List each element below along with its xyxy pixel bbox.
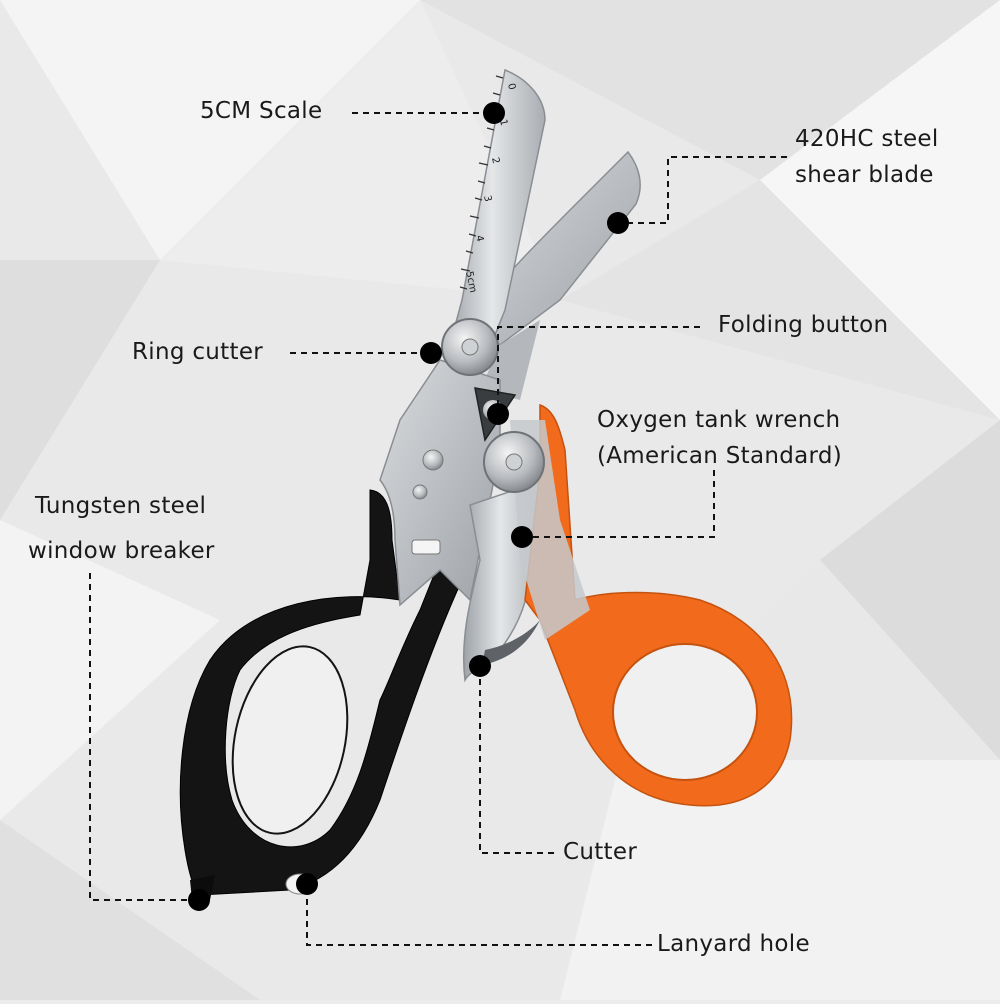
marker-lanyard xyxy=(296,873,318,895)
orange-handle-loop xyxy=(612,643,758,781)
label-folding-button-text: Folding button xyxy=(718,312,889,338)
body-rivet-2 xyxy=(412,484,428,500)
marker-folding-button xyxy=(487,403,509,425)
label-wrench: Oxygen tank wrench (American Standard) xyxy=(597,403,842,474)
label-lanyard-text: Lanyard hole xyxy=(657,931,810,957)
label-scale-text: 5CM Scale xyxy=(200,98,323,124)
ruler-mark-1: 1 xyxy=(497,118,509,127)
marker-dots xyxy=(188,102,629,911)
label-window-breaker-line2: window breaker xyxy=(28,537,215,564)
marker-cutter xyxy=(469,655,491,677)
lower-pivot-bolt-center xyxy=(505,453,523,471)
ruler-mark-5: 5cm xyxy=(463,270,478,293)
label-ring-cutter: Ring cutter xyxy=(132,335,263,371)
marker-wrench xyxy=(511,526,533,548)
body-slot xyxy=(411,539,441,555)
ruler-mark-3: 3 xyxy=(481,194,493,203)
label-shear-blade-line2: shear blade xyxy=(795,161,934,188)
marker-ring-cutter xyxy=(420,342,442,364)
ruler-mark-2: 2 xyxy=(489,156,501,165)
marker-blade xyxy=(607,212,629,234)
label-ring-cutter-text: Ring cutter xyxy=(132,339,264,365)
ruler-mark-4: 4 xyxy=(473,234,485,243)
body-rivet xyxy=(422,449,444,471)
label-folding-button: Folding button xyxy=(718,308,888,344)
steel-body xyxy=(379,359,501,607)
ruler-numbers: 0 1 2 3 4 5cm xyxy=(463,82,517,293)
cutter-hook xyxy=(482,620,540,665)
ruler-mark-0: 0 xyxy=(505,82,517,91)
black-handle xyxy=(179,489,463,896)
label-window-breaker: Tungsten steel window breaker xyxy=(28,484,215,574)
label-wrench-line1: Oxygen tank wrench xyxy=(597,407,841,433)
label-lanyard: Lanyard hole xyxy=(657,927,810,963)
label-wrench-line2: (American Standard) xyxy=(597,442,843,469)
black-handle-loop xyxy=(231,645,349,835)
marker-scale xyxy=(483,102,505,124)
label-shear-blade: 420HC steel shear blade xyxy=(795,122,939,193)
leader-lines xyxy=(89,112,787,946)
label-cutter: Cutter xyxy=(563,835,637,871)
label-window-breaker-line1: Tungsten steel xyxy=(35,493,207,519)
label-cutter-text: Cutter xyxy=(563,839,638,865)
marker-breaker xyxy=(188,889,210,911)
label-scale: 5CM Scale xyxy=(200,94,322,130)
upper-pivot-bolt-center xyxy=(461,338,479,356)
label-shear-blade-line1: 420HC steel xyxy=(795,126,939,152)
